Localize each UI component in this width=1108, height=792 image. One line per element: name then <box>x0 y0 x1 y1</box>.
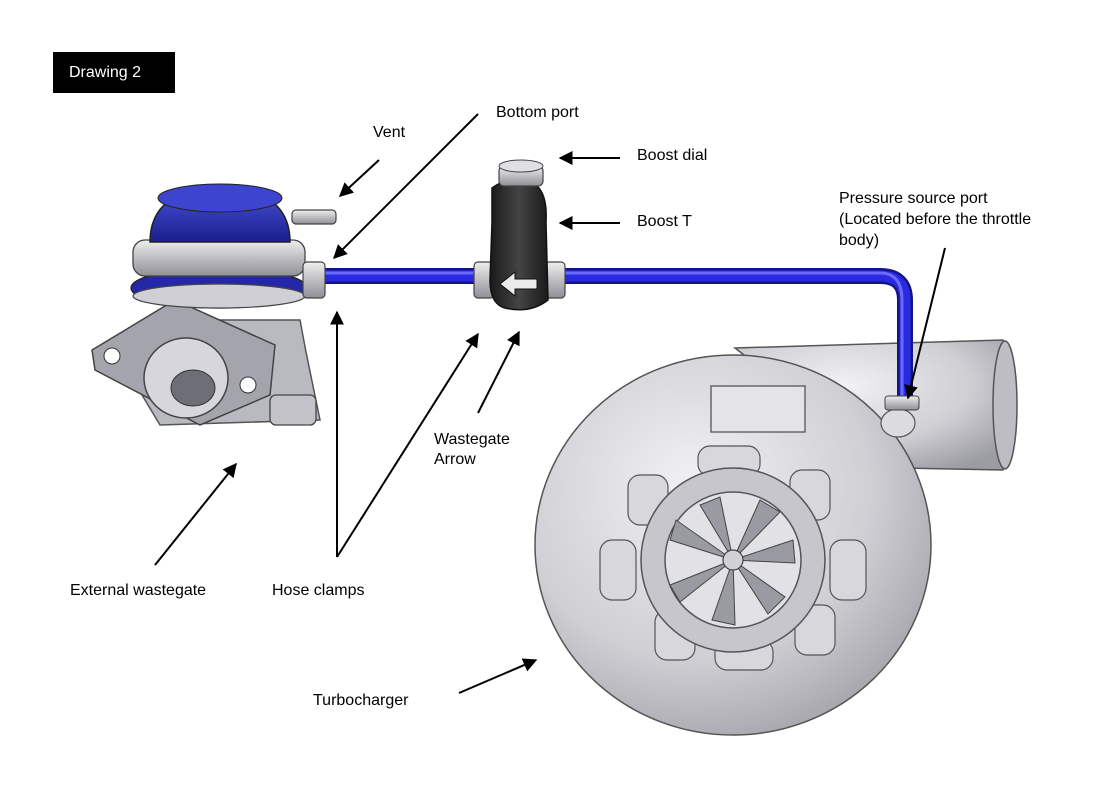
label-boost-dial: Boost dial <box>637 147 708 164</box>
bottom-port-arrow <box>333 113 479 259</box>
wastegate-cap-top <box>157 183 283 213</box>
label-bottom-port: Bottom port <box>496 104 579 121</box>
label-vent: Vent <box>373 124 406 141</box>
label-wastegate-arrow: Wastegate <box>434 431 510 448</box>
turbocharger-arrow <box>458 658 538 694</box>
hose-shine <box>320 271 904 400</box>
label-pressure-source-note: (Located before the throttle <box>839 211 1032 228</box>
wastegate-valve-seat <box>170 369 216 407</box>
flange-bolt-hole <box>103 347 121 365</box>
vent-arrow <box>338 159 380 197</box>
turbo-compressor-wheel <box>669 496 796 626</box>
turbo-flange-block <box>710 385 806 433</box>
flange-bolt-hole <box>239 376 257 394</box>
label-pressure-source-note-end: body) <box>839 232 880 249</box>
external-wastegate <box>91 183 337 426</box>
label-hose-clamps: Hose clamps <box>272 582 365 599</box>
turbo-compressor-lobes <box>599 445 867 671</box>
boost-t-body <box>489 178 549 311</box>
boost-dial-top <box>498 159 544 173</box>
drawing-badge: Drawing 2 <box>53 52 175 93</box>
label-pressure-source-port: Pressure source port <box>839 190 988 207</box>
turbocharger <box>534 339 1018 736</box>
wastegate-clamp-band <box>132 239 306 277</box>
wastegate-arrow-arrow <box>477 330 520 414</box>
wastegate-arrow-mark <box>499 270 538 298</box>
label-turbocharger: Turbocharger <box>313 692 409 709</box>
label-boost-t: Boost T <box>637 213 692 230</box>
external-wastegate-arrow <box>154 462 237 566</box>
turbo-outlet-rim <box>992 340 1018 470</box>
hose-clamp <box>884 395 920 411</box>
wastegate-lower-ring <box>132 283 306 309</box>
callout-arrows <box>154 113 946 694</box>
label-wastegate-arrow-2: Arrow <box>434 451 476 468</box>
hose-clamp-arrow-right <box>336 332 479 558</box>
wastegate-outlet <box>269 394 317 426</box>
turbo-hub <box>722 549 744 571</box>
bottom-port-fitting <box>302 261 326 299</box>
pressure-port-arrow <box>904 247 946 400</box>
vacuum-hose <box>320 268 920 411</box>
vent-nipple <box>291 209 337 225</box>
boost-t-assembly <box>473 159 566 311</box>
pressure-source-port <box>880 408 916 438</box>
label-external-wastegate: External wastegate <box>70 582 207 599</box>
